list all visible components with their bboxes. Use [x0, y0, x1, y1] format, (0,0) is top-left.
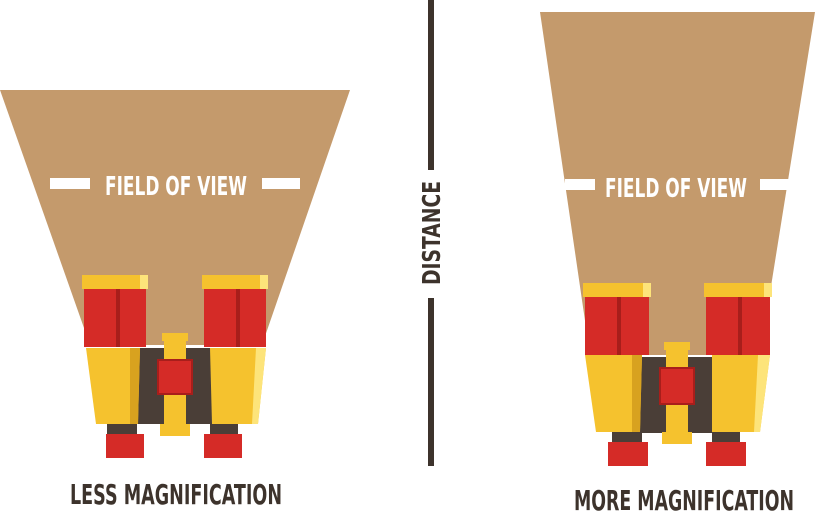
rb-left-eyepiece-red: [608, 442, 648, 466]
right-binoculars: [583, 283, 772, 466]
left-eyepiece-neck: [107, 424, 137, 434]
rb-right-barrel-top-rim: [704, 283, 772, 297]
right-focus-base: [662, 432, 692, 444]
rb-right-eyepiece-neck: [712, 432, 740, 442]
right-panel: FIELD OF VIEW: [540, 12, 815, 517]
right-eyepiece-red: [204, 434, 242, 458]
left-barrel-yellow: [86, 348, 140, 424]
right-caption: MORE MAGNIFICATION: [574, 484, 794, 517]
right-barrel-top-rim: [202, 275, 268, 289]
divider-line-bottom: [428, 298, 434, 466]
left-barrel-red: [84, 289, 146, 347]
right-barrel-yellow: [210, 348, 266, 424]
right-field-of-view-cone: [540, 12, 815, 355]
left-focus-wheel: [158, 360, 192, 394]
right-eyepiece-neck: [210, 424, 238, 434]
rb-left-barrel-top-rim: [583, 283, 651, 297]
left-field-of-view-cone: [0, 90, 350, 345]
right-focus-wheel: [660, 368, 694, 404]
left-barrel-top-rim: [82, 275, 146, 289]
rb-left-eyepiece-neck: [612, 432, 642, 442]
rb-left-barrel-yellow: [585, 355, 642, 432]
left-panel: FIELD OF VIEW: [0, 90, 350, 511]
left-field-dash-left: [50, 178, 90, 189]
distance-divider: DISTANCE: [417, 0, 446, 466]
left-field-label: FIELD OF VIEW: [105, 172, 247, 202]
divider-label: DISTANCE: [417, 181, 446, 285]
right-field-dash-left: [565, 179, 595, 190]
right-barrel-red: [204, 289, 266, 347]
right-field-dash-right: [760, 179, 798, 190]
left-eyepiece-red: [106, 434, 144, 458]
left-focus-base: [160, 424, 190, 436]
divider-line-top: [428, 0, 434, 170]
right-field-label: FIELD OF VIEW: [605, 174, 747, 204]
left-caption: LESS MAGNIFICATION: [70, 478, 282, 511]
left-field-dash-right: [262, 178, 300, 189]
left-binoculars: [82, 275, 268, 458]
rb-right-eyepiece-red: [706, 442, 746, 466]
